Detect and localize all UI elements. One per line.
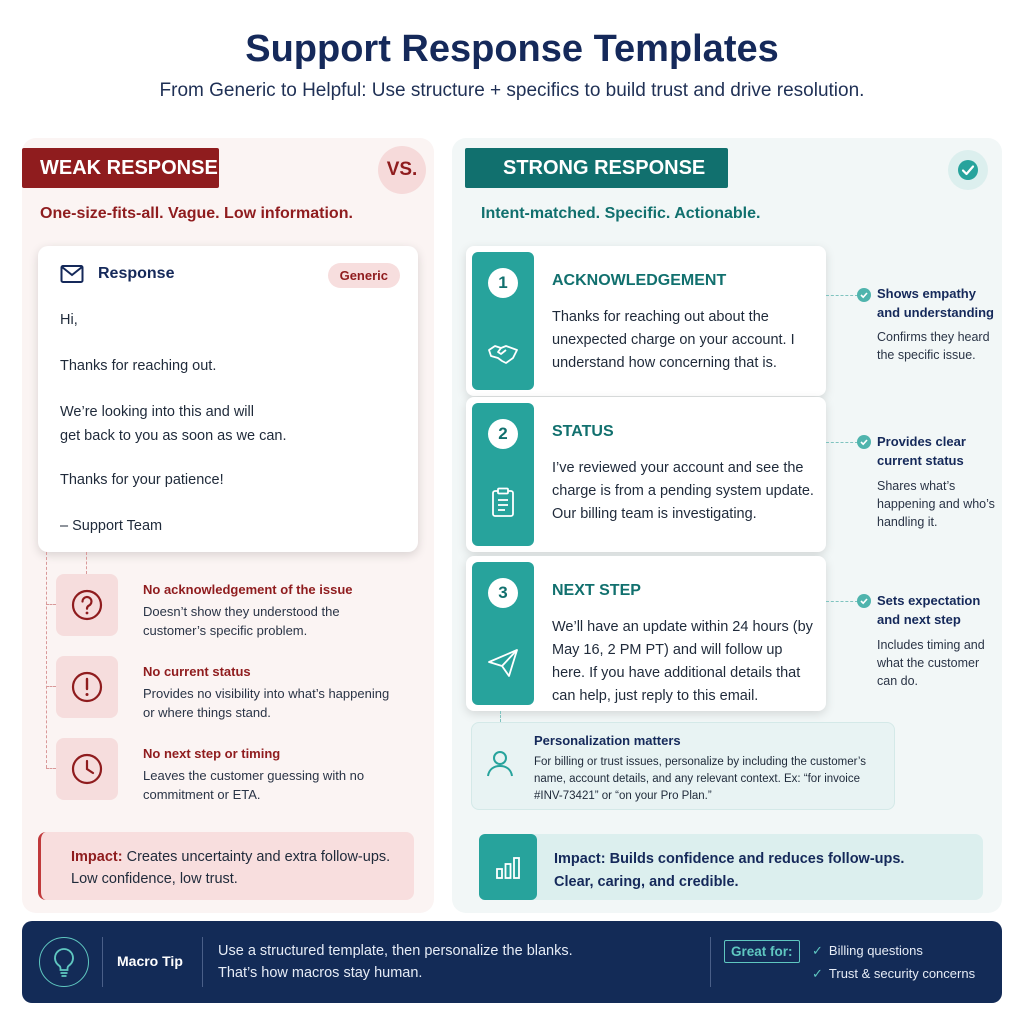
impact-icon-box (479, 834, 537, 900)
strong-tagline: Intent-matched. Specific. Actionable. (481, 205, 761, 222)
check-icon: ✓ (812, 943, 823, 958)
step-card-acknowledgement: 1 ACKNOWLEDGEMENT Thanks for reaching ou… (466, 246, 826, 396)
weak-response-tag: WEAK RESPONSE (22, 148, 219, 188)
issue-description: Provides no visibility into what’s happe… (143, 686, 390, 720)
impact-text: Creates uncertainty and extra follow-ups… (126, 849, 391, 865)
step-sidebar: 1 (472, 252, 534, 390)
step-title: ACKNOWLEDGEMENT (552, 272, 727, 289)
great-for-item-label: Trust & security concerns (828, 966, 976, 981)
step-number: 1 (488, 268, 518, 298)
step-card-next-step: 3 NEXT STEP We’ll have an update within … (466, 556, 826, 711)
note-description: Shares what’s happening and who’s handli… (877, 479, 995, 529)
note-connector (826, 295, 858, 296)
macro-tip-text: Use a structured template, then personal… (218, 940, 573, 984)
strong-impact-text: Impact: Builds confidence and reduces fo… (554, 848, 904, 894)
macro-tip-line: That’s how macros stay human. (218, 965, 423, 981)
page-subtitle: From Generic to Helpful: Use structure +… (159, 80, 865, 101)
response-line: Hi, (60, 312, 78, 328)
paper-plane-icon (488, 649, 518, 677)
step-body: We’ll have an update within 24 hours (by… (552, 619, 813, 704)
check-icon: ✓ (812, 966, 823, 981)
response-line: We’re looking into this and will (60, 404, 254, 420)
check-icon (857, 435, 871, 449)
great-for-item: ✓ Trust & security concerns (812, 966, 975, 982)
footer-divider (102, 937, 103, 987)
issue-icon-box (56, 656, 118, 718)
step-title: STATUS (552, 423, 614, 440)
impact-label: Impact: (71, 849, 123, 865)
note-title: Provides clear current status (877, 434, 966, 468)
response-line: Thanks for reaching out. (60, 358, 217, 374)
note-title: Sets expectation and next step (877, 593, 981, 627)
issue-connector (46, 768, 56, 769)
exclamation-icon (71, 671, 103, 703)
impact-text-secondary: Low confidence, low trust. (71, 871, 238, 887)
great-for-item: ✓ Billing questions (812, 943, 923, 959)
response-line: get back to you as soon as we can. (60, 428, 287, 444)
note-connector (826, 601, 858, 602)
check-circle-icon (958, 160, 978, 180)
issue-description: Doesn’t show they understood the custome… (143, 604, 340, 638)
note-description: Includes timing and what the customer ca… (877, 638, 985, 688)
check-icon (857, 288, 871, 302)
issue-connector (46, 604, 56, 605)
response-card-title: Response (98, 265, 175, 282)
note-connector (826, 442, 858, 443)
weak-tagline: One-size-fits-all. Vague. Low informatio… (40, 205, 353, 222)
issue-description: Leaves the customer guessing with no com… (143, 768, 365, 802)
weak-response-card: Response Generic Hi, Thanks for reaching… (38, 246, 418, 552)
macro-tip-label: Macro Tip (117, 953, 183, 969)
weak-impact-box: Impact: Creates uncertainty and extra fo… (38, 832, 414, 900)
step-sidebar: 3 (472, 562, 534, 705)
macro-tip-line: Use a structured template, then personal… (218, 943, 573, 959)
check-badge (948, 150, 988, 190)
great-for-label: Great for: (724, 940, 800, 963)
clipboard-icon (492, 487, 514, 517)
clock-icon (71, 753, 103, 785)
step-title: NEXT STEP (552, 582, 641, 599)
personal-connector (500, 711, 501, 722)
step-number: 2 (488, 419, 518, 449)
generic-badge: Generic (327, 263, 400, 288)
issue-title: No acknowledgement of the issue (143, 582, 353, 597)
issue-connector (86, 552, 87, 574)
step-number: 3 (488, 578, 518, 608)
issue-title: No next step or timing (143, 746, 281, 761)
issue-connector (46, 686, 56, 687)
issue-icon-box (56, 574, 118, 636)
footer-divider (710, 937, 711, 987)
step-body: Thanks for reaching out about the unexpe… (552, 309, 795, 371)
strong-impact-line: Clear, caring, and credible. (554, 874, 739, 890)
personalization-title: Personalization matters (534, 733, 681, 748)
envelope-icon (60, 265, 84, 283)
strong-response-tag: STRONG RESPONSE (465, 148, 728, 188)
handshake-icon (488, 345, 518, 364)
response-line: – Support Team (60, 518, 163, 534)
issue-title: No current status (143, 664, 251, 679)
macro-tip-footer: Macro Tip Use a structured template, the… (22, 921, 1002, 1003)
note-title: Shows empathy and understanding (877, 286, 994, 320)
note-description: Confirms they heard the specific issue. (877, 330, 990, 362)
issue-icon-box (56, 738, 118, 800)
bar-chart-icon (496, 857, 520, 879)
strong-impact-box: Impact: Builds confidence and reduces fo… (479, 834, 983, 900)
question-icon (71, 589, 103, 621)
page-title: Support Response Templates (245, 28, 779, 70)
response-line: Thanks for your patience! (60, 472, 224, 488)
footer-divider (202, 937, 203, 987)
personalization-box: Personalization matters For billing or t… (471, 722, 895, 810)
strong-impact-line: Impact: Builds confidence and reduces fo… (554, 851, 905, 867)
lightbulb-badge (39, 937, 89, 987)
check-icon (857, 594, 871, 608)
great-for-item-label: Billing questions (828, 943, 923, 958)
step-body: I’ve reviewed your account and see the c… (552, 460, 814, 522)
user-icon (487, 751, 513, 777)
step-card-status: 2 STATUS I’ve reviewed your account and … (466, 397, 826, 552)
step-sidebar: 2 (472, 403, 534, 546)
lightbulb-icon (54, 948, 74, 977)
personalization-body: For billing or trust issues, personalize… (534, 756, 866, 802)
vs-badge: VS. (378, 146, 426, 194)
issue-connector (46, 552, 47, 768)
